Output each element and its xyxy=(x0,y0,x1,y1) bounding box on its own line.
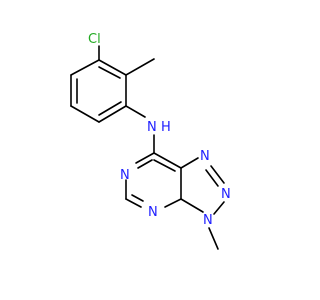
bond-c6-methyl xyxy=(125,58,155,76)
triazole-ring xyxy=(180,157,225,215)
pyrimidine-ring xyxy=(125,152,182,208)
bond-c7a-n1 xyxy=(180,157,199,169)
bond-c7a-c7-inner xyxy=(153,159,176,172)
bond-n3-methyl xyxy=(208,227,219,250)
triazole-n2-label: N xyxy=(221,187,231,202)
amine-nitrogen-label: N xyxy=(147,120,157,135)
molecule-diagram: Cl N H xyxy=(70,32,231,250)
bond-n4-c3a xyxy=(164,198,182,208)
bond-c7-n6 xyxy=(135,152,155,164)
bond-c7a-c7 xyxy=(153,152,182,169)
bond-n2-n3 xyxy=(213,201,225,215)
pyrimidine-n6-label: N xyxy=(120,168,130,183)
bond-c1-c2 xyxy=(70,59,100,76)
bond-c5-n4 xyxy=(125,198,142,208)
bond-c3-c4 xyxy=(70,105,100,123)
bond-n3-c3a xyxy=(180,198,204,213)
bond-c6-c1-inner xyxy=(98,66,121,79)
bond-n1-n2 xyxy=(210,165,225,184)
triazole-n3-label: N xyxy=(203,213,213,228)
benzene-ring xyxy=(70,59,127,123)
bond-c6-c1 xyxy=(98,59,127,76)
chlorine-atom-label: Cl xyxy=(88,32,101,47)
structure-svg: Cl N H xyxy=(70,32,231,250)
bond-c7-n6-inner xyxy=(137,159,153,169)
bond-c4-c5-inner xyxy=(98,101,122,116)
bond-n1-n2-inner xyxy=(205,169,219,187)
triazole-n1-label: N xyxy=(200,149,210,164)
bond-c5-n4-inner xyxy=(131,194,144,202)
amine-hydrogen-label: H xyxy=(161,120,171,135)
pyrimidine-n4-label: N xyxy=(148,205,158,220)
bond-c4-c5 xyxy=(98,105,127,123)
bond-c5-namine xyxy=(125,105,146,118)
